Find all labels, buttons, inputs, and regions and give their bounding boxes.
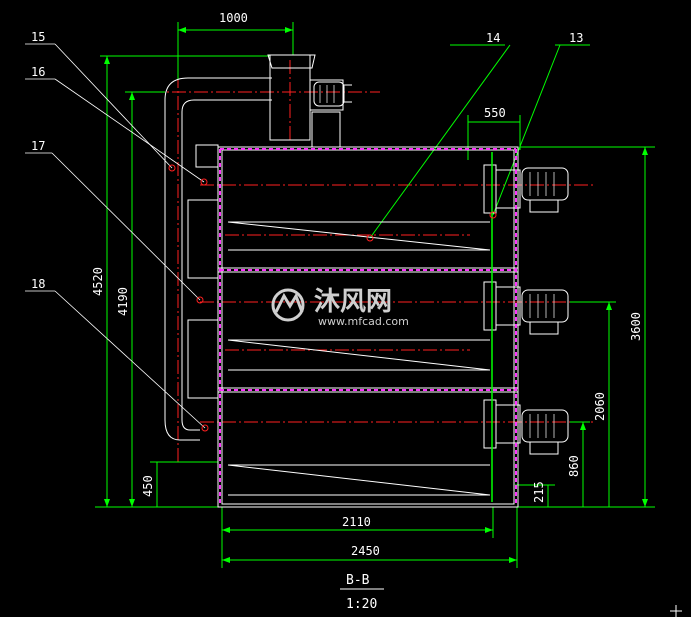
callout-17: 17 [31, 139, 45, 153]
dim-top-width: 1000 [219, 11, 248, 25]
dimension-arrows [104, 27, 648, 563]
callout-15: 15 [31, 30, 45, 44]
callout-14: 14 [486, 31, 500, 45]
dim-outer-width: 2450 [351, 544, 380, 558]
callout-markers [168, 164, 497, 432]
dim-base-height: 215 [532, 481, 546, 503]
insulation-hatching [219, 148, 517, 505]
dim-right-outlet: 550 [484, 106, 506, 120]
callout-16: 16 [31, 65, 45, 79]
section-label: B-B [346, 573, 370, 588]
callout-18: 18 [31, 277, 45, 291]
section-scale: 1:20 [346, 597, 377, 612]
motor-fins [319, 85, 555, 438]
dim-right-height: 3600 [629, 312, 643, 341]
dim-height-4190: 4190 [116, 287, 130, 316]
watermark-brand: 沐风网 [314, 287, 392, 317]
dim-inner-width: 2110 [342, 515, 371, 529]
dim-height-450: 450 [141, 475, 155, 497]
callout-leaders [25, 43, 206, 429]
dim-low-height: 860 [567, 455, 581, 477]
callout-13: 13 [569, 31, 583, 45]
watermark-logo [271, 288, 305, 322]
dim-total-height: 4520 [91, 267, 105, 296]
watermark-url: www.mfcad.com [318, 315, 409, 328]
dryer-structure [164, 54, 569, 508]
centerlines [150, 30, 595, 465]
dim-mid-height: 2060 [593, 392, 607, 421]
